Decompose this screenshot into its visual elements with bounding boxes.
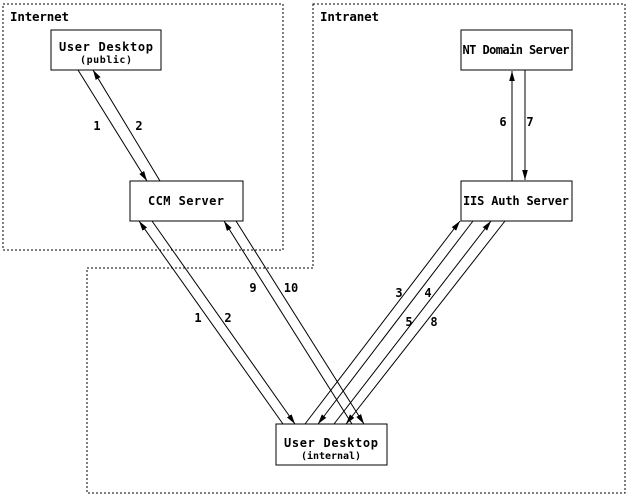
- internet-zone-label: Internet: [10, 9, 69, 24]
- edge-step5-internal-desktop-to-iis: [333, 220, 492, 425]
- ccm-server-title: CCM Server: [148, 194, 224, 208]
- step-label-9: 9: [249, 281, 256, 295]
- iis-auth-server-box: [460, 180, 573, 222]
- edge-step8-iis-to-internal-desktop: [345, 220, 506, 425]
- intranet-zone-border: [86, 3, 626, 494]
- step-label-6: 6: [499, 115, 506, 129]
- intranet-zone-label: Intranet: [320, 9, 379, 24]
- edge-step1-internal-desktop-to-ccm: [138, 220, 284, 425]
- step-label-2-public: 2: [135, 119, 142, 133]
- step-label-3: 3: [395, 286, 402, 300]
- edge-step2-ccm-to-public-desktop: [92, 69, 161, 182]
- nt-domain-server-title: NT Domain Server: [463, 43, 570, 57]
- nt-domain-server-box: [460, 29, 573, 71]
- user-desktop-public-subtitle: (public): [80, 54, 132, 66]
- edge-step1-public-desktop-to-ccm: [77, 69, 148, 182]
- user-desktop-internal-box: [275, 423, 388, 466]
- step-label-1-internal: 1: [194, 311, 201, 325]
- internet-zone-border: [2, 3, 284, 251]
- user-desktop-internal-subtitle: (internal): [301, 450, 361, 462]
- edge-step2-ccm-to-internal-desktop: [151, 220, 296, 425]
- step-label-1-public: 1: [93, 119, 100, 133]
- edge-step9-internal-desktop-to-ccm: [223, 220, 353, 425]
- step-label-8: 8: [430, 315, 437, 329]
- user-desktop-public-title: User Desktop: [59, 40, 153, 54]
- step-label-4: 4: [424, 286, 431, 300]
- step-label-10: 10: [284, 281, 298, 295]
- iis-auth-server-title: IIS Auth Server: [463, 194, 569, 208]
- step-label-7: 7: [526, 115, 533, 129]
- user-desktop-internal-title: User Desktop: [284, 436, 378, 450]
- user-desktop-public-box: [50, 29, 162, 71]
- step-label-5: 5: [405, 315, 412, 329]
- ccm-server-box: [129, 180, 244, 222]
- edge-step3-internal-desktop-to-iis: [304, 220, 461, 425]
- edge-step10-ccm-to-internal-desktop: [235, 220, 365, 425]
- step-label-2-internal: 2: [224, 311, 231, 325]
- edge-step4-iis-to-internal-desktop: [317, 220, 474, 425]
